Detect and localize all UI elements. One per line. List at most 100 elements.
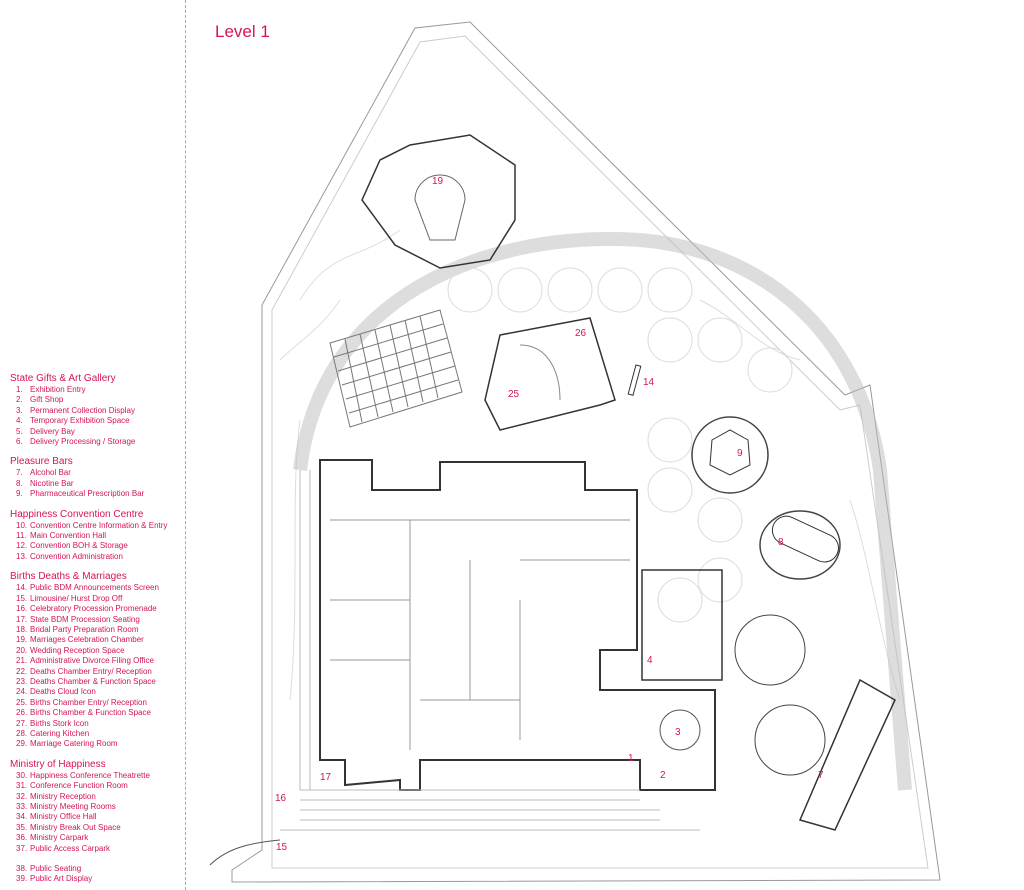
legend-item-label: Nicotine Bar <box>30 478 74 488</box>
marriages-chamber <box>361 134 516 269</box>
legend-item: 18.Bridal Party Preparation Room <box>10 625 185 635</box>
site-boundary <box>231 21 941 883</box>
legend-item-number: 24. <box>16 687 28 697</box>
legend-item: 36.Ministry Carpark <box>10 833 185 843</box>
legend-item-number: 19. <box>16 635 28 645</box>
legend-item-label: Administrative Divorce Filing Office <box>30 656 154 666</box>
legend-item-label: Happiness Conference Theatrette <box>30 770 150 780</box>
legend-item-number: 12. <box>16 541 28 551</box>
legend-item-number: 3. <box>16 405 23 415</box>
legend-item-label: Marriages Celebration Chamber <box>30 635 144 645</box>
legend-item: 12.Convention BOH & Storage <box>10 541 185 551</box>
legend-item-number: 27. <box>16 718 28 728</box>
grid-pavilion <box>329 309 463 428</box>
legend-group-title: Births Deaths & Marriages <box>10 571 127 583</box>
legend-item: 38.Public Seating <box>10 864 185 874</box>
plan-label-14: 14 <box>643 377 655 388</box>
legend-item-label: Conference Function Room <box>30 781 128 791</box>
legend-item-number: 18. <box>16 624 28 634</box>
legend-item: 37.Public Access Carpark <box>10 844 185 854</box>
bar-pod <box>754 704 826 776</box>
legend-item: 28.Catering Kitchen <box>10 729 185 739</box>
legend-item-number: 32. <box>16 791 28 801</box>
page-title: Level 1 <box>215 22 270 41</box>
legend-item-number: 26. <box>16 708 28 718</box>
legend-item: 31.Conference Function Room <box>10 781 185 791</box>
legend-item: 6.Delivery Processing / Storage <box>10 437 185 447</box>
legend-item-number: 33. <box>16 802 28 811</box>
procession-steps <box>280 470 700 831</box>
alcohol-bar <box>798 678 896 831</box>
legend-item-number: 8. <box>16 478 23 488</box>
legend-item-number: 28. <box>16 728 28 738</box>
legend-item-label: Delivery Processing / Storage <box>30 437 136 447</box>
legend-group-title: Ministry of Happiness <box>10 758 106 770</box>
announcement-screen <box>627 364 642 396</box>
legend-item: 17.State BDM Procession Seating <box>10 615 185 625</box>
legend-item-number: 13. <box>16 551 28 561</box>
legend-item-label: Temporary Exhibition Space <box>30 416 130 426</box>
ring-promenade <box>293 232 912 791</box>
legend-item: 13.Convention Administration <box>10 552 185 562</box>
plan-label-19: 19 <box>432 176 444 187</box>
legend-item-label: Wedding Reception Space <box>30 645 125 655</box>
legend-item: 22.Deaths Chamber Entry/ Reception <box>10 667 185 677</box>
legend-item: 35.Ministry Break Out Space <box>10 823 185 833</box>
legend-group-title: Pleasure Bars <box>10 456 73 468</box>
legend-item-label: Births Stork Icon <box>30 718 89 728</box>
legend-item: 16.Celebratory Procession Promenade <box>10 604 185 614</box>
plan-label-9: 9 <box>737 448 743 459</box>
plan-label-15: 15 <box>276 842 288 853</box>
legend-item-label: Public Seating <box>30 864 82 874</box>
legend-item-number: 15. <box>16 593 28 603</box>
legend-item-number: 9. <box>16 489 23 499</box>
legend-item: 11.Main Convention Hall <box>10 531 185 541</box>
legend-item-label: Convention BOH & Storage <box>30 541 128 551</box>
legend-item-label: Public BDM Announcements Screen <box>30 583 159 593</box>
legend-item-number: 11. <box>16 531 27 541</box>
legend-item-label: Public Art Display <box>30 874 93 884</box>
legend-item-number: 16. <box>16 604 28 614</box>
legend-spacer <box>10 854 185 864</box>
legend-item: 33.Ministry Meeting Rooms <box>10 802 185 812</box>
legend-item: 3. Permanent Collection Display <box>10 406 185 416</box>
legend-item: 29.Marriage Catering Room <box>10 739 185 749</box>
legend-item-number: 17. <box>16 614 28 624</box>
legend-item-label: Bridal Party Preparation Room <box>30 624 139 634</box>
legend-item: 5.Delivery Bay <box>10 427 185 437</box>
legend-divider <box>185 0 186 890</box>
legend-item-label: Ministry Break Out Space <box>30 822 121 832</box>
plan-label-25: 25 <box>508 389 520 400</box>
legend-item-label: Deaths Chamber Entry/ Reception <box>30 666 152 676</box>
legend-item-number: 14. <box>16 583 28 593</box>
legend-item-label: Ministry Reception <box>30 791 96 801</box>
legend-item: 4.Temporary Exhibition Space <box>10 416 185 426</box>
plan-label-1: 1 <box>628 753 634 764</box>
legend-item-number: 25. <box>16 697 28 707</box>
legend-item-label: State BDM Procession Seating <box>30 614 140 624</box>
legend-item-label: Convention Centre Information & Entry <box>30 520 168 530</box>
legend-item: 19.Marriages Celebration Chamber <box>10 635 185 645</box>
legend-item: 8. Nicotine Bar <box>10 479 185 489</box>
legend-item: 24.Deaths Cloud Icon <box>10 687 185 697</box>
legend-item-label: Births Chamber Entry/ Reception <box>30 697 147 707</box>
legend-item-number: 7. <box>16 468 23 478</box>
legend-item: 7.Alcohol Bar <box>10 468 185 478</box>
legend-item-number: 30. <box>16 770 28 780</box>
legend-item: 15.Limousine/ Hurst Drop Off <box>10 594 185 604</box>
legend-item-number: 1. <box>16 385 23 394</box>
nicotine-bar <box>759 510 841 580</box>
plan-label-26: 26 <box>575 328 587 339</box>
legend-item-number: 31. <box>16 781 28 791</box>
legend-item-number: 38. <box>16 864 28 874</box>
legend-item-label: Ministry Meeting Rooms <box>30 802 116 811</box>
legend-item-number: 29. <box>16 739 28 749</box>
plan-label-7: 7 <box>818 770 824 781</box>
legend-item-number: 2. <box>16 395 23 405</box>
legend-item: 30.Happiness Conference Theatrette <box>10 771 185 781</box>
legend-item-label: Permanent Collection Display <box>30 405 135 415</box>
legend-item-number: 10. <box>16 520 28 530</box>
legend-item-label: Pharmaceutical Prescription Bar <box>30 489 145 499</box>
legend-item-number: 34. <box>16 812 28 822</box>
